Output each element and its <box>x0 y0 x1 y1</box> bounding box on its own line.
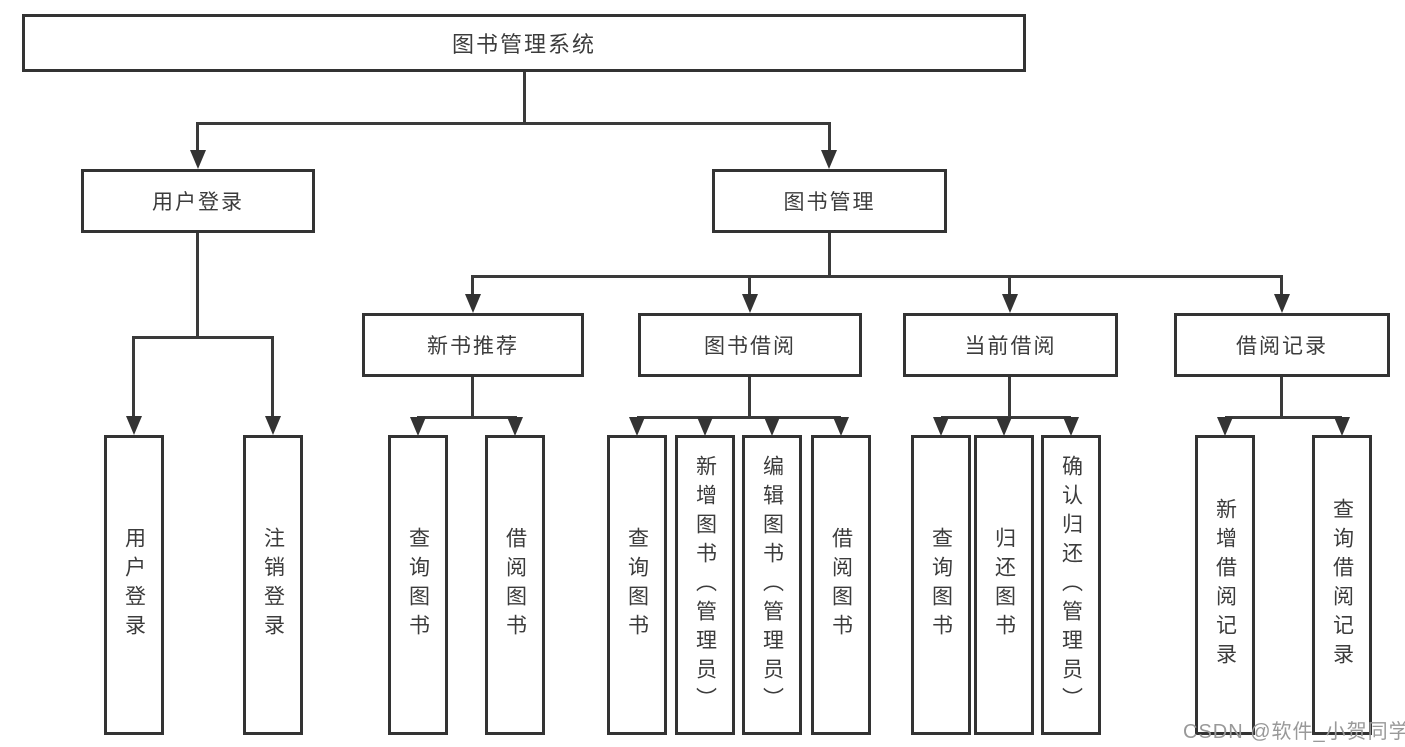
node-book-borrowing: 图书借阅 <box>638 313 862 377</box>
leaf-confirm-return-admin-label: 确认归还（管理员） <box>1059 454 1083 716</box>
arrow-down-icon <box>507 417 523 436</box>
node-current-borrowing-label: 当前借阅 <box>964 335 1057 358</box>
leaf-query-books-current-label: 查询图书 <box>929 527 953 643</box>
arrow-down-icon <box>764 417 780 436</box>
connector-book-management-crossbar <box>473 275 1282 278</box>
connector-current-borrowing-trunk <box>1008 377 1011 416</box>
arrow-down-icon <box>697 417 713 436</box>
leaf-add-borrow-record: 新增借阅记录 <box>1195 435 1255 735</box>
leaf-borrow-books: 借阅图书 <box>811 435 871 735</box>
leaf-query-books-recommend: 查询图书 <box>388 435 448 735</box>
connector-user-login-crossbar <box>133 336 274 339</box>
connector-drop-new-book <box>471 275 474 295</box>
connector-borrowing-records-trunk <box>1280 377 1283 416</box>
connector-root-trunk <box>523 72 526 122</box>
node-new-book-recommendation: 新书推荐 <box>362 313 584 377</box>
leaf-edit-books-admin-label: 编辑图书（管理员） <box>760 454 784 716</box>
leaf-borrow-books-recommend: 借阅图书 <box>485 435 545 735</box>
arrow-down-icon <box>265 416 281 435</box>
connector-drop-book-borrow <box>748 275 751 295</box>
connector-drop-book-management <box>828 122 831 151</box>
leaf-add-books-admin: 新增图书（管理员） <box>675 435 735 735</box>
leaf-query-books-borrowing: 查询图书 <box>607 435 667 735</box>
arrow-down-icon <box>933 417 949 436</box>
node-borrowing-records: 借阅记录 <box>1174 313 1390 377</box>
connector-user-login-trunk <box>196 233 199 336</box>
arrow-down-icon <box>629 417 645 436</box>
node-user-login-label: 用户登录 <box>152 191 244 214</box>
leaf-query-books-current: 查询图书 <box>911 435 971 735</box>
leaf-return-books: 归还图书 <box>974 435 1034 735</box>
leaf-user-login: 用户登录 <box>104 435 164 735</box>
arrow-down-icon <box>833 417 849 436</box>
root-node-label: 图书管理系统 <box>451 32 596 57</box>
arrow-down-icon <box>1002 294 1018 313</box>
connector-drop-leaf-login <box>132 336 135 416</box>
node-user-login: 用户登录 <box>81 169 315 233</box>
leaf-query-borrow-record: 查询借阅记录 <box>1312 435 1372 735</box>
arrow-down-icon <box>1334 417 1350 436</box>
connector-book-management-trunk <box>828 233 831 275</box>
leaf-borrow-books-label: 借阅图书 <box>829 527 853 643</box>
csdn-watermark: CSDN @软件_小贺同学 <box>1183 721 1405 743</box>
node-book-management-label: 图书管理 <box>783 191 876 214</box>
leaf-user-login-label: 用户登录 <box>122 527 146 643</box>
connector-root-crossbar <box>197 122 831 125</box>
leaf-query-books-borrowing-label: 查询图书 <box>625 527 649 643</box>
node-current-borrowing: 当前借阅 <box>903 313 1118 377</box>
leaf-edit-books-admin: 编辑图书（管理员） <box>742 435 802 735</box>
arrow-down-icon <box>742 294 758 313</box>
connector-drop-borrow-records <box>1280 275 1283 295</box>
node-borrowing-records-label: 借阅记录 <box>1236 335 1328 358</box>
connector-new-book-crossbar <box>417 416 517 419</box>
arrow-down-icon <box>1063 417 1079 436</box>
leaf-logout: 注销登录 <box>243 435 303 735</box>
arrow-down-icon <box>410 417 426 436</box>
connector-drop-user-login <box>196 122 199 151</box>
arrow-down-icon <box>996 417 1012 436</box>
arrow-down-icon <box>1217 417 1233 436</box>
connector-drop-current-borrow <box>1008 275 1011 295</box>
leaf-add-borrow-record-label: 新增借阅记录 <box>1213 498 1237 672</box>
leaf-query-books-recommend-label: 查询图书 <box>406 527 430 643</box>
leaf-add-books-admin-label: 新增图书（管理员） <box>693 454 717 716</box>
node-book-borrowing-label: 图书借阅 <box>704 335 796 358</box>
connector-drop-leaf-logout <box>271 336 274 416</box>
leaf-logout-label: 注销登录 <box>261 527 285 643</box>
leaf-borrow-books-recommend-label: 借阅图书 <box>503 527 527 643</box>
arrow-down-icon <box>821 150 837 169</box>
node-book-management: 图书管理 <box>712 169 947 233</box>
connector-book-borrowing-trunk <box>748 377 751 416</box>
arrow-down-icon <box>190 150 206 169</box>
connector-new-book-trunk <box>471 377 474 416</box>
arrow-down-icon <box>126 416 142 435</box>
root-node-library-system: 图书管理系统 <box>22 14 1026 72</box>
leaf-query-borrow-record-label: 查询借阅记录 <box>1330 498 1354 672</box>
leaf-return-books-label: 归还图书 <box>992 527 1016 643</box>
node-new-book-recommendation-label: 新书推荐 <box>427 335 519 358</box>
connector-book-borrowing-crossbar <box>637 416 841 419</box>
arrow-down-icon <box>465 294 481 313</box>
leaf-confirm-return-admin: 确认归还（管理员） <box>1041 435 1101 735</box>
connector-borrowing-records-crossbar <box>1225 416 1342 419</box>
arrow-down-icon <box>1274 294 1290 313</box>
